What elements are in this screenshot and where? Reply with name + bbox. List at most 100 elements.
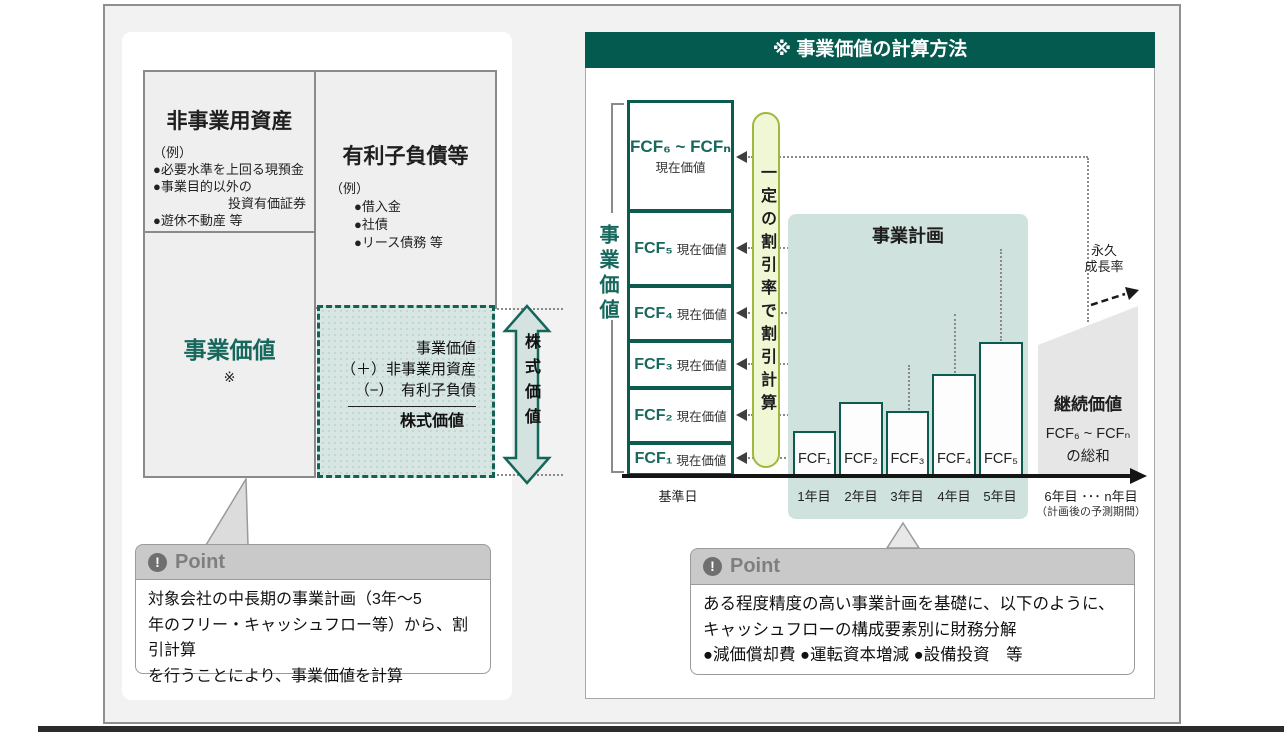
fcf-bar: FCF₂ (839, 402, 883, 477)
fcf-stack-row: FCF₁ 現在価値 (627, 442, 734, 476)
equity-formula-line: 事業価値 (415, 340, 476, 357)
arrowhead-left-icon (736, 409, 747, 421)
axis-label-terminal-note: （計画後の予測期間） (1036, 506, 1146, 518)
point-title: Point (730, 555, 780, 577)
axis-label-year: 4年目 (937, 489, 971, 504)
debt-title: 有利子負債等 (342, 145, 469, 168)
formula-divider (348, 406, 476, 407)
dotted-connector (1087, 158, 1089, 322)
point-text-line: ●減価償却費 ●運転資本増減 ●設備投資 等 (703, 646, 1023, 665)
axis-label-year: 5年目 (983, 489, 1017, 504)
debt-box: 有利子負債等 （例） ●借入金 ●社債 ●リース債務 等 (314, 70, 497, 309)
equity-value-double-arrow (502, 304, 552, 485)
assets-example-label: （例） (153, 145, 193, 160)
growth-rate-label: 永久 (1090, 243, 1117, 258)
enterprise-value-vertical-label: 事業価値 (596, 224, 618, 324)
business-value-box: 事業価値 ※ (143, 231, 316, 478)
fcf-label: FCF₂ (634, 406, 673, 424)
exclamation-icon: ! (148, 552, 167, 572)
fcf-sub-label: 現在価値 (655, 160, 706, 175)
bar-label: FCF₂ (844, 451, 878, 467)
equity-arrow-label: 株式価値 (522, 333, 539, 433)
point-text-line: キャッシュフローの構成要素別に財務分解 (703, 620, 1017, 639)
growth-rate-label: 成長率 (1084, 259, 1124, 274)
point-callout-body: 対象会社の中長期の事業計画（3年～5 年のフリー・キャッシュフロー等）から、割引… (135, 579, 491, 685)
fcf-sub-label: 現在価値 (676, 308, 727, 322)
bracket-tick-bottom (611, 471, 624, 473)
time-axis (622, 474, 1132, 478)
fcf-label: FCF₃ (634, 355, 673, 373)
exclamation-icon: ! (703, 557, 722, 576)
fcf-range-label: FCF₆ ~ FCFₙ (630, 136, 731, 156)
equity-formula-line: （＋）非事業用資産 (340, 361, 476, 378)
terminal-value-sum: の総和 (1066, 449, 1110, 465)
non-business-assets-title: 非事業用資産 (166, 110, 293, 133)
fcf-stack-row: FCF₃ 現在価値 (627, 340, 734, 389)
point-text-line: ある程度精度の高い事業計画を基礎に、以下のように、 (703, 595, 1115, 613)
axis-label-base-date: 基準日 (658, 489, 698, 504)
callout-pointer (885, 521, 921, 549)
bracket-line (611, 103, 613, 213)
business-value-note-mark: ※ (223, 369, 236, 385)
discount-rate-pill: 一定の割引率で割引計算 (752, 112, 780, 468)
terminal-value-range: FCF₆ ~ FCFₙ (1045, 426, 1131, 442)
bracket-tick-top (611, 103, 624, 105)
arrowhead-left-icon (736, 242, 747, 254)
axis-arrowhead-icon (1130, 468, 1147, 484)
point-callout-header: ! Point (135, 544, 491, 579)
equity-result: 株式価値 (399, 413, 464, 430)
fcf-label: FCF₄ (634, 304, 673, 322)
dotted-connector (1000, 249, 1002, 341)
fcf-label: FCF₁ (634, 450, 673, 467)
point-callout-body: ある程度精度の高い事業計画を基礎に、以下のように、 キャッシュフローの構成要素別… (690, 584, 1135, 675)
fcf-stack-row: FCF₂ 現在価値 (627, 387, 734, 444)
business-plan-title: 事業計画 (872, 226, 944, 246)
point-text-line: 年のフリー・キャッシュフロー等）から、割引計算 (148, 616, 469, 660)
arrowhead-left-icon (736, 452, 747, 464)
fcf-bar: FCF₃ (886, 411, 929, 477)
bottom-rule (38, 726, 1284, 732)
equity-formula-line: （−） 有利子負債 (354, 382, 476, 399)
point-title: Point (175, 550, 225, 573)
callout-pointer (204, 477, 249, 546)
growth-dashed-arrow-icon (1090, 287, 1139, 307)
fcf-sub-label: 現在価値 (676, 410, 727, 424)
axis-label-year: 1年目 (797, 489, 831, 504)
dotted-connector (908, 365, 910, 410)
terminal-value-shape (1038, 306, 1138, 475)
assets-item: ●遊休不動産 等 (153, 213, 243, 228)
fcf-stack-row: FCF₆ ~ FCFₙ 現在価値 (627, 100, 734, 212)
fcf-bar: FCF₁ (793, 431, 836, 477)
business-value-title: 事業価値 (183, 337, 276, 363)
assets-item-continued: 投資有価証券 (227, 196, 306, 211)
dotted-connector (748, 156, 1088, 158)
terminal-value-title: 継続価値 (1054, 395, 1122, 414)
bracket-line (611, 320, 613, 473)
debt-item: ●借入金 (354, 199, 401, 214)
arrowhead-left-icon (736, 358, 747, 370)
fcf-sub-label: 現在価値 (676, 243, 727, 257)
bar-label: FCF₄ (936, 451, 972, 467)
axis-label-year: 2年目 (844, 489, 878, 504)
discount-rate-label: 一定の割引率で割引計算 (758, 163, 775, 417)
assets-item: ●必要水準を上回る現預金 (153, 162, 304, 177)
point-text-line: を行うことにより、事業価値を計算 (148, 667, 404, 685)
fcf-bar: FCF₅ (979, 342, 1023, 477)
fcf-stack-row: FCF₄ 現在価値 (627, 285, 734, 342)
fcf-label: FCF₅ (634, 239, 673, 257)
fcf-sub-label: 現在価値 (676, 453, 727, 468)
point-text-line: 対象会社の中長期の事業計画（3年～5 (148, 591, 422, 608)
fcf-bar: FCF₄ (932, 374, 976, 477)
bar-label: FCF₃ (890, 451, 925, 467)
arrowhead-left-icon (736, 151, 747, 163)
equity-formula-box: 事業価値 （＋）非事業用資産 （−） 有利子負債 株式価値 (317, 305, 495, 478)
bar-label: FCF₁ (797, 451, 832, 467)
axis-label-year: 3年目 (890, 489, 924, 504)
fcf-sub-label: 現在価値 (676, 359, 727, 373)
bar-label: FCF₅ (983, 451, 1019, 467)
non-business-assets-box: 非事業用資産 （例） ●必要水準を上回る現預金 ●事業目的以外の 投資有価証券 … (143, 70, 316, 233)
right-panel-header: ※ 事業価値の計算方法 (585, 32, 1155, 68)
debt-item: ●社債 (354, 217, 388, 232)
arrowhead-left-icon (736, 307, 747, 319)
